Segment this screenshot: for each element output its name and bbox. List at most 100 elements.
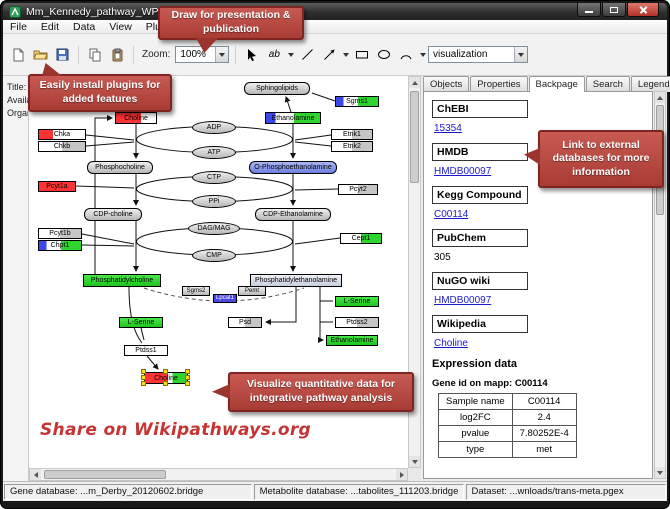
line-tool-dropdown[interactable] (341, 46, 350, 64)
node-cept1[interactable]: Cept1 (340, 232, 382, 244)
kegg-id-link[interactable]: C00114 (434, 209, 469, 220)
node-chkb[interactable]: Chkb (38, 140, 86, 152)
node-o-phosphoethanolamine[interactable]: O-Phosphoethanolamine (249, 160, 337, 174)
chebi-id-link[interactable]: 15354 (434, 123, 462, 134)
node-atp[interactable]: ATP (192, 145, 236, 159)
arrow-tool[interactable] (319, 45, 339, 65)
tab-objects[interactable]: Objects (423, 76, 470, 92)
scrollbar-corner (408, 468, 421, 481)
minimize-button[interactable] (577, 3, 601, 17)
label-tool[interactable]: ab (264, 45, 284, 65)
selection-handle[interactable] (185, 381, 190, 386)
node-etnk1[interactable]: Etnk1 (331, 128, 373, 140)
wikipedia-link[interactable]: Choline (434, 338, 468, 349)
node-etnk2[interactable]: Etnk2 (331, 140, 373, 152)
hmdb-id-link[interactable]: HMDB00097 (434, 166, 492, 177)
section-header: Wikipedia (432, 315, 528, 333)
tab-search[interactable]: Search (585, 76, 630, 92)
node-ethanolamine[interactable]: Ethanolamine (326, 334, 378, 346)
visualization-select[interactable]: visualization (428, 46, 528, 63)
paste-icon (112, 48, 122, 61)
node-pcyt1b[interactable]: Pcyt1b (38, 227, 82, 239)
selection-handle[interactable] (163, 369, 168, 374)
node-psd[interactable]: Psd (228, 316, 262, 328)
rectangle-tool[interactable] (352, 45, 372, 65)
node-cmp[interactable]: CMP (192, 248, 236, 262)
node-ptdss2[interactable]: Ptdss2 (335, 316, 379, 328)
node-pemt[interactable]: Pemt (238, 286, 266, 296)
panel-scroll-down-button[interactable] (655, 467, 665, 478)
horizontal-scroll-thumb[interactable] (44, 470, 166, 479)
scroll-down-button[interactable] (409, 456, 420, 467)
node-ptdss1[interactable]: Ptdss1 (124, 344, 168, 356)
save-button[interactable] (52, 45, 72, 65)
zoom-label: Zoom: (142, 49, 171, 60)
paste-button[interactable] (107, 45, 127, 65)
node-lpcat1[interactable]: Lpcat1 (213, 293, 237, 303)
node-l-serine[interactable]: L-Serine (335, 295, 379, 307)
table-cell: Sample name (438, 393, 513, 410)
rectangle-icon (356, 51, 369, 59)
callout-external-databases: Link to external databases for more info… (524, 130, 664, 188)
node-ethanolamine[interactable]: Ethanolamine (265, 112, 321, 124)
scroll-up-button[interactable] (409, 77, 420, 88)
node-phosphocholine[interactable]: Phosphocholine (87, 160, 153, 174)
node-phosphatidylcholine[interactable]: Phosphatidylcholine (83, 273, 161, 287)
table-row: type met (438, 441, 577, 458)
node-chpt1[interactable]: Chpt1 (38, 239, 82, 251)
copy-button[interactable] (85, 45, 105, 65)
node-sgms1[interactable]: Sgms1 (335, 95, 379, 107)
scroll-left-button[interactable] (30, 469, 41, 480)
property-label-organism: Organi (7, 108, 28, 118)
selection-handle[interactable] (163, 381, 168, 386)
menu-edit[interactable]: Edit (40, 20, 60, 33)
node-cdp-choline[interactable]: CDP-choline (84, 207, 142, 221)
vertical-scroll-thumb[interactable] (410, 91, 419, 183)
close-button[interactable] (627, 3, 659, 17)
node-adp[interactable]: ADP (192, 120, 236, 134)
node-l-serine[interactable]: L-Serine (119, 316, 163, 328)
node-cdp-ethanolamine[interactable]: CDP-Ethanolamine (255, 207, 331, 221)
nugo-id-link[interactable]: HMDB00097 (434, 295, 492, 306)
selection-handle[interactable] (141, 369, 146, 374)
line-tool[interactable] (297, 45, 317, 65)
label-tool-dropdown[interactable] (286, 46, 295, 64)
zoom-value: 100% (180, 49, 206, 60)
node-pcyt2[interactable]: Pcyt2 (338, 183, 378, 195)
selection-handle[interactable] (185, 369, 190, 374)
node-pcyt1a[interactable]: Pcyt1a (38, 180, 76, 192)
selection-handle[interactable] (141, 375, 146, 380)
app-icon (9, 5, 21, 18)
status-gene-database: Gene database: ...m_Derby_20120602.bridg… (4, 483, 252, 500)
panel-scroll-up-button[interactable] (655, 92, 665, 103)
copy-icon (89, 48, 100, 61)
node-chka[interactable]: Chka (38, 128, 86, 140)
callout-text: Visualize quantitative data for integrat… (246, 378, 395, 404)
tab-backpage[interactable]: Backpage (528, 76, 585, 92)
shape-tool-dropdown[interactable] (418, 46, 427, 64)
canvas-horizontal-scrollbar[interactable] (29, 468, 408, 481)
arc-tool[interactable] (396, 45, 416, 65)
node-sphingolipids[interactable]: Sphingolipids (244, 81, 310, 95)
node-choline[interactable]: Choline (115, 112, 157, 124)
oval-tool[interactable] (374, 45, 394, 65)
node-phosphatidylethanolamine[interactable]: Phosphatidylethanolamine (250, 273, 342, 287)
tab-legend[interactable]: Legend (630, 76, 670, 92)
menu-file[interactable]: File (10, 20, 27, 33)
node-ctp[interactable]: CTP (192, 170, 236, 184)
maximize-button[interactable] (602, 3, 626, 17)
node-dag-mag[interactable]: DAG/MAG (188, 221, 240, 235)
scroll-right-button[interactable] (396, 469, 407, 480)
menu-view[interactable]: View (109, 20, 132, 33)
new-button[interactable] (8, 45, 28, 65)
canvas-vertical-scrollbar[interactable] (408, 76, 421, 468)
open-button[interactable] (30, 45, 50, 65)
selection-handle[interactable] (185, 375, 190, 380)
left-properties-panel: Title: Availa Organi (3, 76, 29, 481)
node-ppi[interactable]: PPi (192, 194, 236, 208)
select-pointer-tool[interactable] (242, 45, 262, 65)
menu-data[interactable]: Data (73, 20, 96, 33)
node-sgms2[interactable]: Sgms2 (182, 286, 210, 296)
tab-properties[interactable]: Properties (470, 76, 528, 92)
selection-handle[interactable] (141, 381, 146, 386)
